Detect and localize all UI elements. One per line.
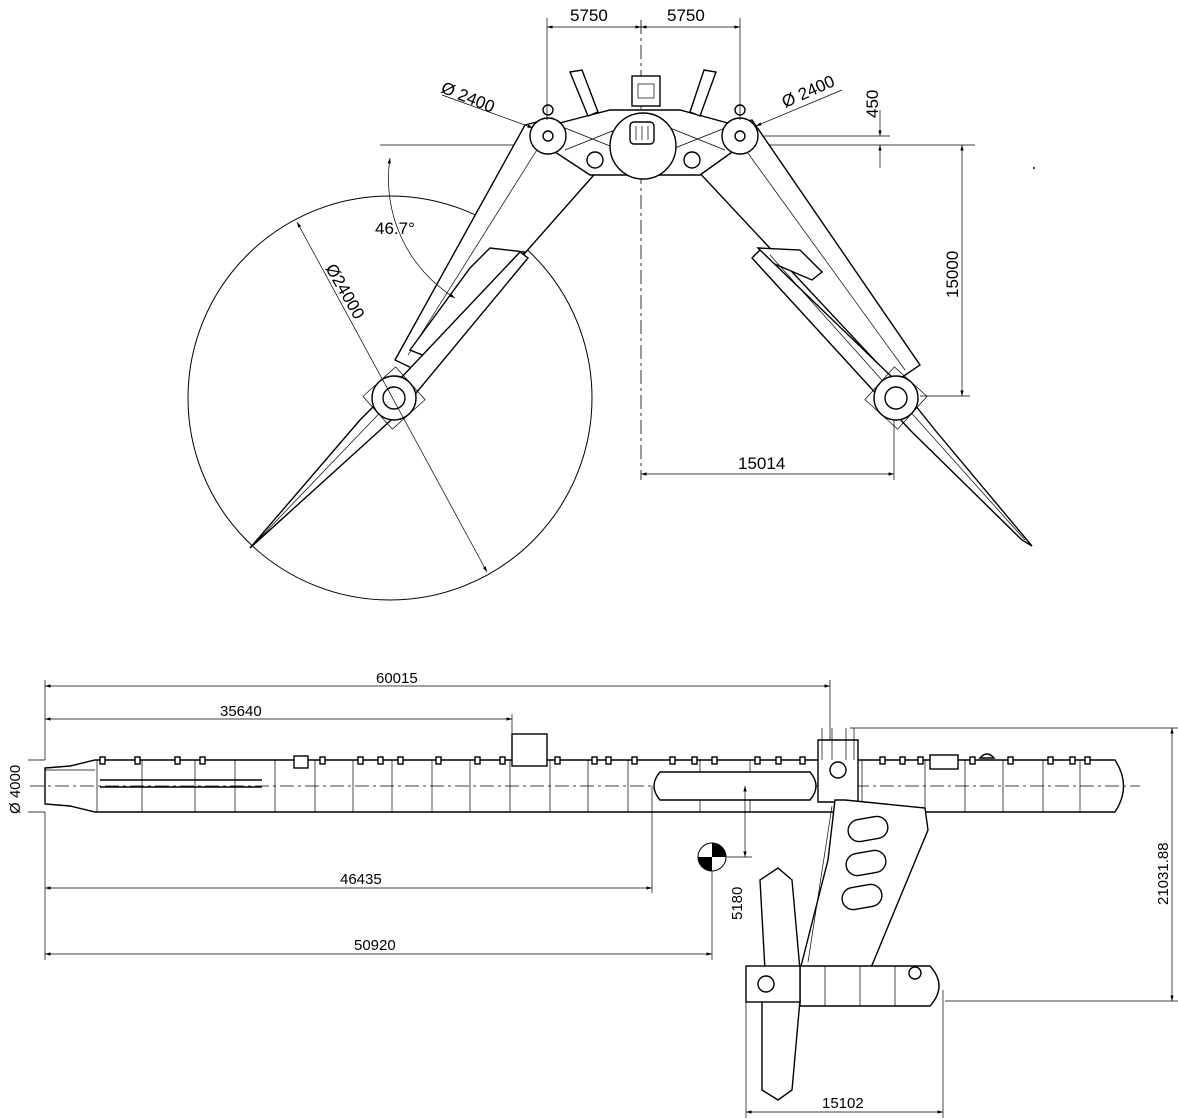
- centre-of-gravity-icon: [697, 842, 727, 872]
- dim-hull-dia: Ø 4000: [7, 765, 24, 814]
- right-arm: [694, 119, 1033, 547]
- dim-rotor-dia: Ø24000: [322, 261, 369, 323]
- strut-arm: [799, 799, 929, 971]
- dim-offset: 450: [863, 90, 882, 118]
- dim-half-span-left: 5750: [570, 6, 608, 25]
- side-rotor: [745, 867, 801, 1101]
- dim-lateral: 15014: [738, 454, 785, 473]
- dim-half-span-right: 5750: [667, 6, 705, 25]
- dim-cog-z: 5180: [729, 887, 746, 920]
- dim-length-total: 60015: [376, 670, 418, 687]
- dim-cog-x: 46435: [340, 871, 382, 888]
- dim-hub-dia-right: Ø 2400: [779, 72, 838, 112]
- dim-rotor-offset: 15102: [822, 1095, 864, 1112]
- top-view: 5750 5750 Ø 2400 Ø 2400 450 46.7° Ø24000…: [187, 6, 1035, 601]
- lower-pod: [799, 965, 940, 1007]
- dim-angle: 46.7°: [375, 219, 415, 238]
- tower: [817, 728, 859, 803]
- left-arm: [249, 117, 601, 549]
- mid-capsule: [653, 771, 817, 801]
- dim-height: 21031.88: [1155, 842, 1172, 905]
- side-view: 60015 35640 Ø 4000 46435 50920 5180 2103…: [7, 670, 1178, 1118]
- central-hub: [529, 69, 759, 180]
- dim-hub-dia-left: Ø 2400: [439, 78, 498, 117]
- dim-length-arm: 50920: [354, 937, 396, 954]
- main-hull: [30, 733, 1140, 813]
- dim-depth: 15000: [943, 251, 962, 298]
- dim-length-mid: 35640: [220, 703, 262, 720]
